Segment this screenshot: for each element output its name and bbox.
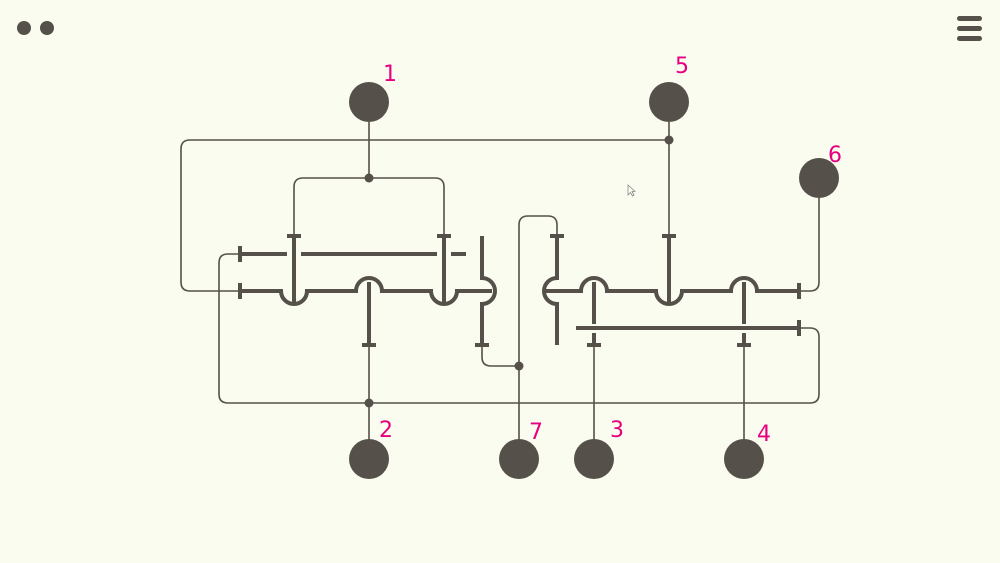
node-label: 7 xyxy=(529,420,543,445)
node-4[interactable] xyxy=(724,439,764,479)
node-2[interactable] xyxy=(349,439,389,479)
thin-wires xyxy=(180,122,820,440)
two-dots-icon[interactable] xyxy=(17,21,54,35)
node-label: 5 xyxy=(675,54,689,79)
node-label: 4 xyxy=(757,422,771,447)
left-switch-assembly[interactable] xyxy=(238,234,497,347)
hamburger-menu-icon[interactable] xyxy=(957,16,982,41)
node-5[interactable] xyxy=(649,82,689,122)
node-label: 1 xyxy=(383,62,397,87)
junctions xyxy=(364,135,674,408)
cursor-icon xyxy=(627,184,637,197)
node-label: 6 xyxy=(828,143,842,168)
node-1[interactable] xyxy=(349,82,389,122)
node-3[interactable] xyxy=(574,439,614,479)
right-switch-assembly[interactable] xyxy=(542,234,801,347)
node-7[interactable] xyxy=(499,439,539,479)
node-label: 2 xyxy=(379,418,393,443)
node-6[interactable] xyxy=(799,158,839,198)
node-label: 3 xyxy=(610,418,624,443)
